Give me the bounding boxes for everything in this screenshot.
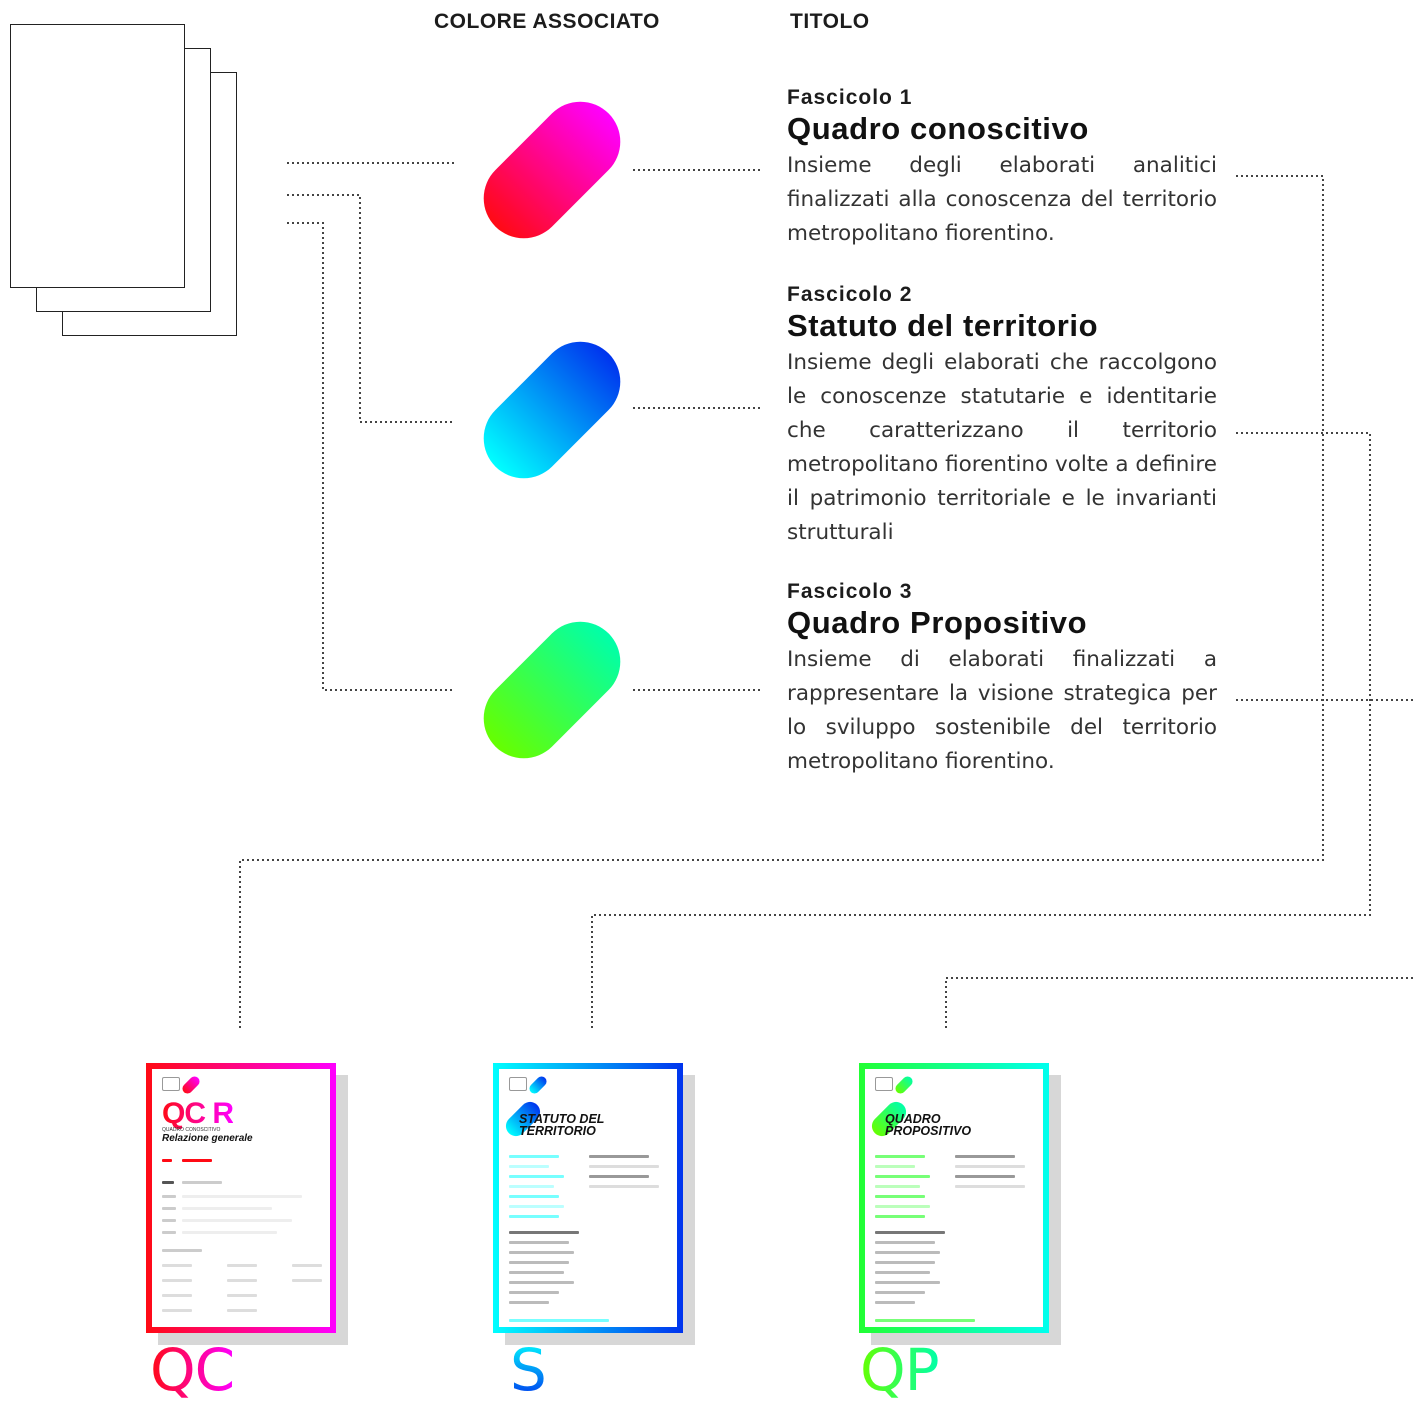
fascicolo-title: Quadro conoscitivo — [787, 111, 1089, 146]
cover-title: QUADRO PROPOSITIVO — [885, 1112, 972, 1138]
logo-icon — [509, 1077, 527, 1091]
logo-icon — [875, 1077, 893, 1091]
document-cover-qp: QUADRO PROPOSITIVO — [859, 1063, 1049, 1333]
fascicolo-title: Quadro Propositivo — [787, 605, 1088, 640]
connector-text-to-doc-3b — [945, 977, 1413, 1028]
header-colore-associato: COLORE ASSOCIATO — [434, 10, 660, 33]
cover-title: Relazione generale — [162, 1133, 253, 1144]
fascicolo-label: Fascicolo 1 — [787, 86, 913, 109]
document-cover-qc: QC R QUADRO CONOSCITIVO Relazione genera… — [146, 1063, 336, 1333]
abbr-qc: QC — [150, 1336, 235, 1404]
cover-code: QC R — [162, 1097, 234, 1130]
fascicolo-2: Fascicolo 2 Statuto del territorio Insie… — [787, 283, 1217, 550]
document-cover-s: STATUTO DEL TERRITORIO — [493, 1063, 683, 1333]
header-titolo: TITOLO — [790, 10, 870, 33]
connector-text-to-doc-1 — [239, 175, 1324, 1028]
fascicolo-3: Fascicolo 3 Quadro Propositivo Insieme d… — [787, 580, 1217, 779]
fascicolo-description: Insieme di elaborati finalizzati a rappr… — [787, 647, 1217, 774]
fascicolo-description: Insieme degli elaborati analitici finali… — [787, 153, 1217, 246]
fascicolo-label: Fascicolo 3 — [787, 580, 913, 603]
connector-sheet-to-pill-3 — [287, 222, 455, 691]
fascicolo-label: Fascicolo 2 — [787, 283, 913, 306]
fascicolo-1: Fascicolo 1 Quadro conoscitivo Insieme d… — [787, 86, 1217, 251]
connector-sheet-to-pill-2 — [287, 194, 455, 423]
abbr-qp: QP — [860, 1336, 940, 1404]
cover-title: STATUTO DEL TERRITORIO — [519, 1112, 605, 1138]
fascicolo-description: Insieme degli elaborati che raccolgono l… — [787, 350, 1217, 545]
logo-icon — [162, 1077, 180, 1091]
connector-text-to-doc-2 — [591, 432, 1371, 1028]
cover-subtitle: QUADRO CONOSCITIVO — [162, 1127, 221, 1133]
fascicolo-title: Statuto del territorio — [787, 308, 1099, 343]
abbr-s: S — [510, 1336, 547, 1404]
